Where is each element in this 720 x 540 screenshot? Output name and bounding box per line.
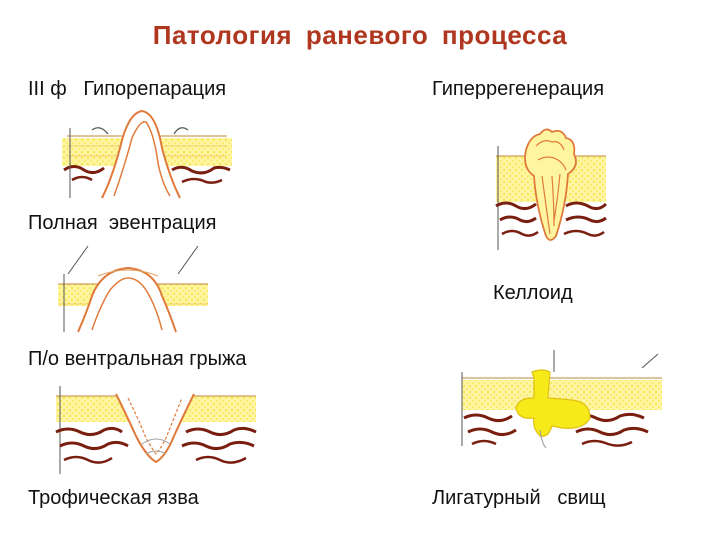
hyperregeneration-illustration [495, 128, 608, 250]
hyporeparation-illustration [62, 109, 232, 199]
ligature-fistula-illustration [461, 350, 662, 449]
label-hyperregeneration: Гиперрегенерация [432, 78, 605, 100]
label-full-eventration: Полная эвентрация [28, 212, 217, 234]
trophic-ulcer-illustration [55, 386, 257, 474]
label-hyporeparation: III ф Гипорепарация [28, 78, 227, 100]
page-title: Патология раневого процесса [152, 20, 568, 50]
label-ligature-fistula: Лигатурный свищ [432, 487, 606, 509]
full-eventration-illustration [58, 245, 208, 333]
label-keloid: Келлоид [493, 282, 573, 304]
label-trophic-ulcer: Трофическая язва [28, 487, 199, 509]
label-ventral-hernia: П/о вентральная грыжа [28, 348, 247, 370]
